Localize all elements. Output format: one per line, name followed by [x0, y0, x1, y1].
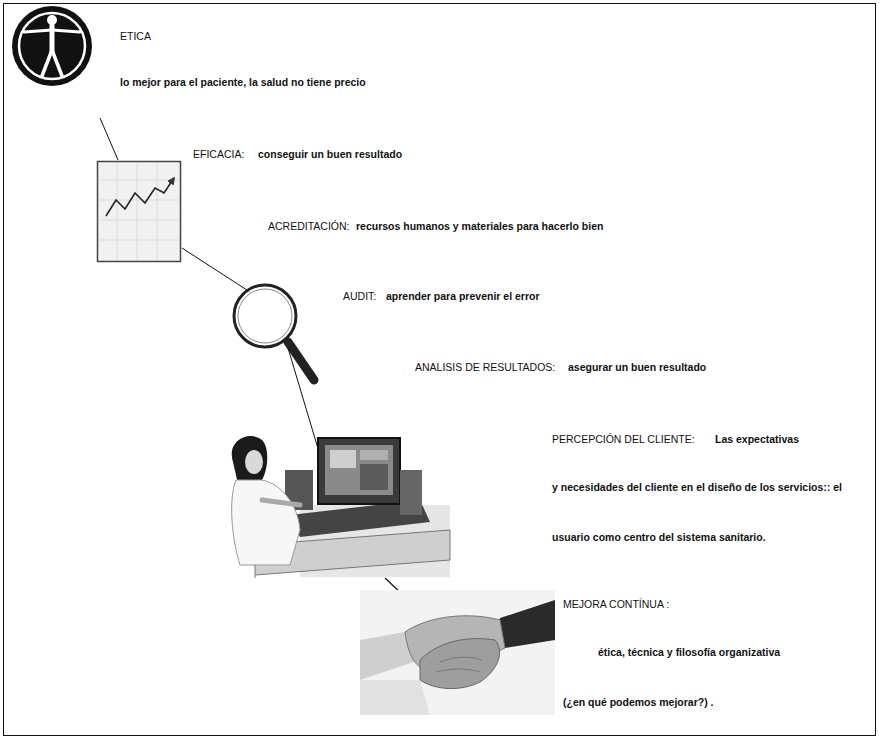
description-label: usuario como centro del sistema sanitari…: [552, 531, 766, 544]
leader-line: [288, 348, 322, 462]
heading-label: ANALISIS DE RESULTADOS:: [415, 361, 555, 374]
heading-label: ACREDITACIÓN:: [268, 220, 349, 233]
heading-label: PERCEPCIÓN DEL CLIENTE:: [552, 433, 695, 446]
leader-line: [182, 248, 250, 292]
magnifier-icon: [234, 285, 314, 380]
description-label: lo mejor para el paciente, la salud no t…: [120, 76, 366, 89]
description-label: ética, técnica y filosofía organizativa: [598, 646, 780, 659]
frame: [4, 4, 876, 736]
nurse-computer-photo: [232, 436, 450, 578]
heading-label: EFICACIA:: [193, 148, 244, 161]
description-label: recursos humanos y materiales para hacer…: [356, 220, 603, 233]
description-label: aprender para prevenir el error: [386, 290, 540, 303]
leader-line: [100, 118, 118, 160]
description-label: y necesidades del cliente en el diseño d…: [552, 481, 842, 494]
handshake-photo: [360, 590, 555, 715]
vitruvian-icon: [12, 6, 92, 86]
chart-icon: [98, 162, 181, 262]
description-label: Las expectativas: [715, 433, 799, 446]
description-label: conseguir un buen resultado: [258, 148, 402, 161]
description-label: asegurar un buen resultado: [568, 361, 706, 374]
heading-label: ETICA: [120, 30, 151, 43]
description-label: (¿en qué podemos mejorar?) .: [563, 696, 714, 709]
heading-label: MEJORA CONTÍNUA :: [563, 598, 669, 611]
heading-label: AUDIT:: [343, 290, 376, 303]
